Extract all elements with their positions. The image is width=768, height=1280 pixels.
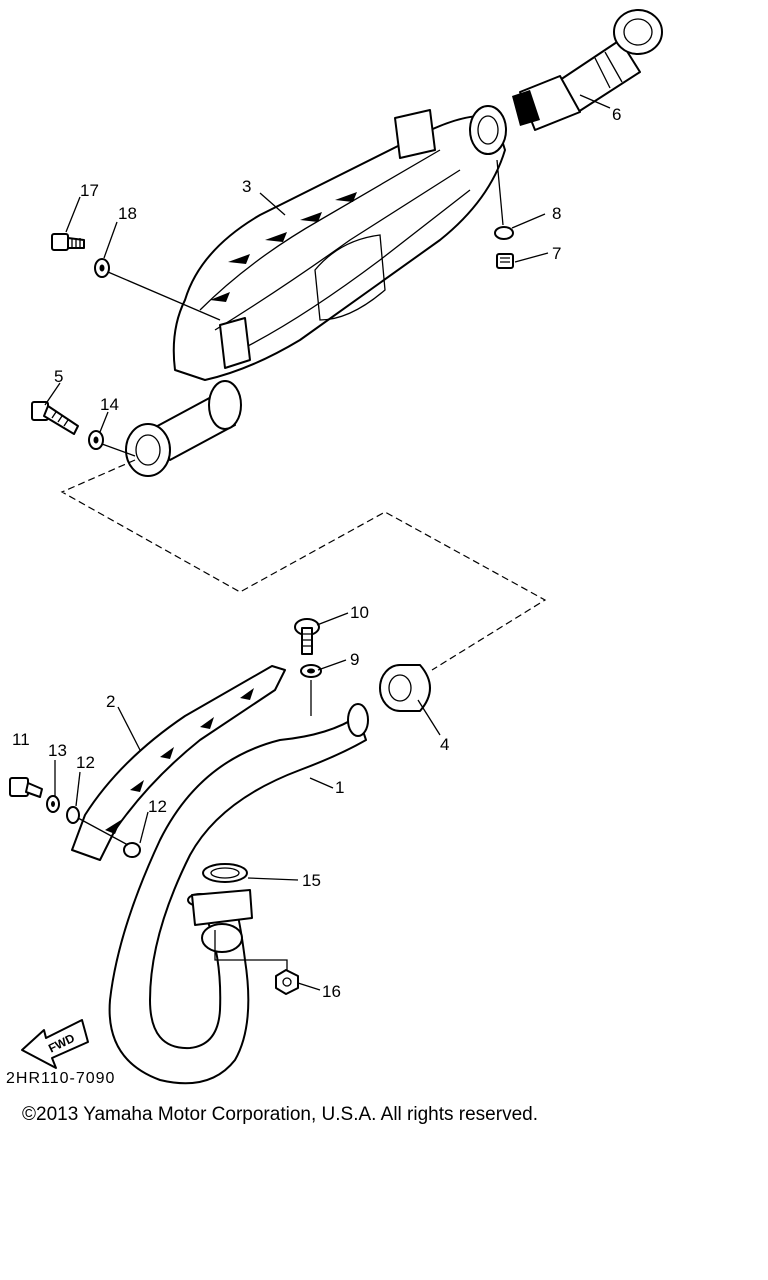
protector-part-2	[71, 665, 286, 861]
callout-10: 10	[350, 603, 369, 622]
bolt-part-17	[51, 233, 85, 251]
callout-8: 8	[552, 204, 561, 223]
callout-1: 1	[335, 778, 344, 797]
callout-16: 16	[322, 982, 341, 1001]
washer-part-14	[88, 430, 104, 450]
callout-9: 9	[350, 650, 359, 669]
callout-3: 3	[242, 177, 251, 196]
muffler-part-3	[125, 105, 507, 477]
bolt-part-10	[294, 618, 320, 655]
callout-2: 2	[106, 692, 115, 711]
callout-14: 14	[100, 395, 119, 414]
callout-4: 4	[440, 735, 449, 754]
bolt-part-5	[31, 401, 79, 435]
callout-11: 11	[12, 730, 30, 749]
gasket-part-15	[202, 863, 248, 883]
nut-part-8	[494, 226, 514, 240]
callout-12a: 12	[76, 753, 95, 772]
callout-5: 5	[54, 367, 63, 386]
callout-17: 17	[80, 181, 99, 200]
washer-part-13	[46, 795, 60, 813]
tail-pipe-part-6	[512, 9, 663, 131]
washer-part-18	[94, 258, 110, 278]
leader-lines	[44, 94, 611, 991]
callout-15: 15	[302, 871, 321, 890]
callout-7: 7	[552, 244, 561, 263]
bolt-part-11	[9, 777, 43, 798]
nut-part-16	[275, 969, 299, 995]
washer-part-9	[300, 664, 322, 678]
washer-part-12a	[66, 806, 80, 824]
callout-13: 13	[48, 741, 67, 760]
gasket-part-4	[379, 664, 431, 712]
exhaust-parts-diagram: 1 2 3 4 5 6 7 8 9 10 11 12 12 13 14 15 1…	[9, 9, 663, 1085]
assembly-guide-line	[60, 459, 547, 671]
callout-6: 6	[612, 105, 621, 124]
fwd-arrow-icon: FWD	[21, 1019, 89, 1069]
callout-18: 18	[118, 204, 137, 223]
diagram-code: 2HR110-7090	[6, 1070, 116, 1087]
washer-part-12b	[123, 842, 141, 858]
callout-12b: 12	[148, 797, 167, 816]
screw-part-7	[496, 253, 514, 269]
flange-part	[191, 889, 253, 953]
copyright-notice: ©2013 Yamaha Motor Corporation, U.S.A. A…	[22, 1104, 538, 1125]
